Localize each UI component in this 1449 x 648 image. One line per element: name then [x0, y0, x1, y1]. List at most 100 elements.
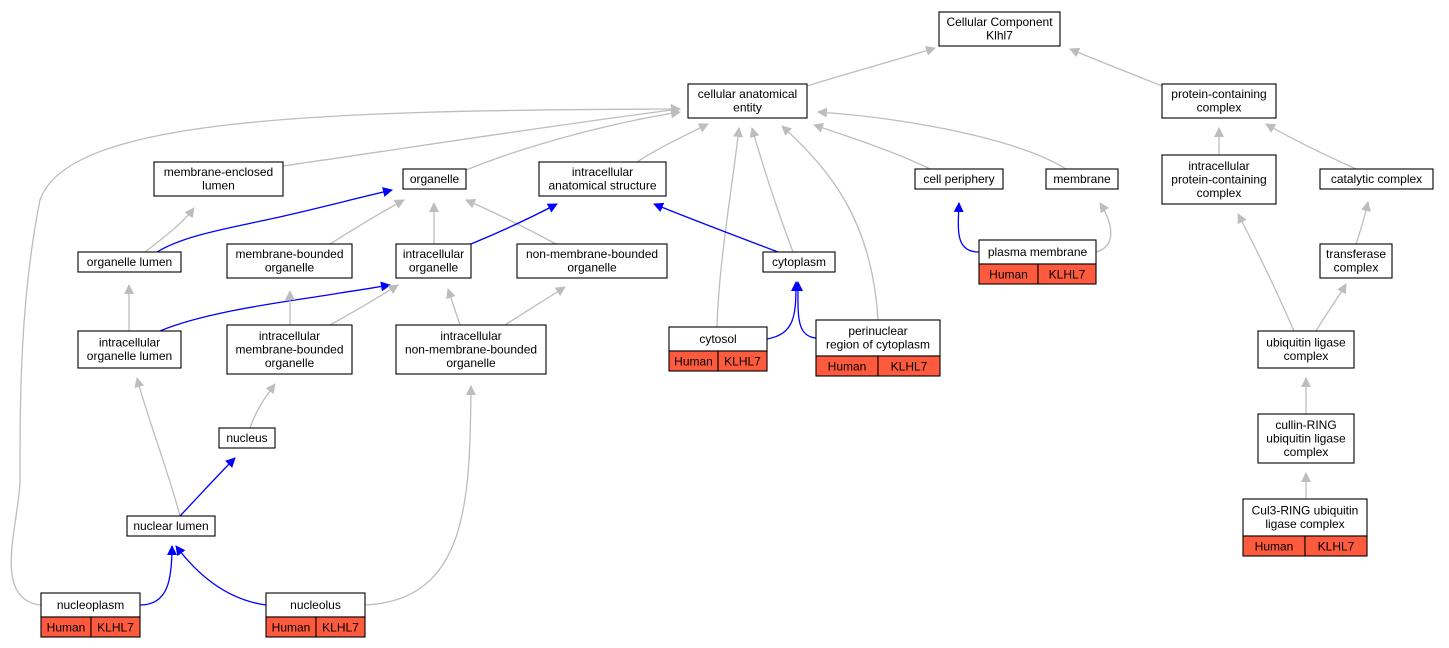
annotation-gene-cell: [877, 355, 941, 377]
node-label: intracellular: [440, 329, 501, 343]
node-box: [914, 168, 1004, 190]
node-label: organelle: [265, 261, 315, 275]
node-label: complex: [1197, 186, 1242, 200]
node-label: complex: [1197, 101, 1242, 115]
edge-organelle-to-cae: [465, 108, 681, 171]
node-organelle[interactable]: organelle: [402, 168, 467, 190]
edges-layer: [10, 45, 1371, 606]
node-membrane[interactable]: membrane: [1045, 168, 1119, 190]
annotation-gene-label: KLHL7: [891, 360, 928, 374]
edge-cytoplasm-to-ias: [653, 202, 779, 253]
node-label: plasma membrane: [988, 245, 1088, 259]
edge-orglumen-to-organelle: [156, 187, 393, 253]
node-box: [938, 11, 1061, 47]
node-label: cytosol: [699, 332, 736, 346]
node-label: Klhl7: [986, 29, 1013, 43]
edge-inmbo-to-io: [446, 288, 461, 326]
node-label: Cul3-RING ubiquitin: [1252, 504, 1359, 518]
node-orglumen[interactable]: organelle lumen: [77, 251, 182, 273]
node-box: [815, 319, 941, 357]
node-label: intracellular: [1188, 159, 1249, 173]
node-label: catalytic complex: [1331, 172, 1422, 186]
node-box: [1319, 168, 1434, 190]
node-label: intracellular: [99, 336, 160, 350]
node-label: complex: [1284, 445, 1329, 459]
node-label: organelle: [265, 356, 315, 370]
node-box: [516, 243, 668, 279]
node-label: cullin-RING: [1275, 418, 1336, 432]
node-label: entity: [733, 101, 762, 115]
node-box: [1242, 498, 1368, 537]
node-box: [668, 326, 768, 352]
edge-transferase-to-catalytic: [1355, 201, 1371, 245]
node-label: cell periphery: [923, 172, 994, 186]
edge-pm-to-membrane: [1095, 202, 1112, 253]
node-cytoplasm[interactable]: cytoplasm: [762, 251, 836, 273]
node-cellper[interactable]: cell periphery: [914, 168, 1004, 190]
annotation-gene-cell: [1304, 535, 1368, 557]
edge-nmbo-to-organelle: [465, 198, 557, 245]
node-box: [762, 251, 836, 273]
node-nuclumen[interactable]: nuclear lumen: [126, 515, 216, 537]
edge-nucleus-to-imbo: [249, 383, 276, 429]
annotation-species-label: Human: [828, 360, 867, 374]
node-box: [77, 330, 182, 369]
annotation-gene-label: KLHL7: [1049, 268, 1086, 282]
node-label: intracellular: [403, 247, 464, 261]
node-box: [1161, 83, 1277, 119]
annotation-gene-label: KLHL7: [322, 621, 359, 635]
node-label: non-membrane-bounded: [526, 247, 658, 261]
annotation-gene-cell: [315, 616, 366, 638]
annotation-species-label: Human: [1255, 540, 1294, 554]
node-label: ligase complex: [1265, 517, 1344, 531]
node-label: intracellular: [259, 329, 320, 343]
edge-nuclumen-to-iol: [134, 377, 181, 517]
edge-inmbo-to-nmbo: [504, 286, 566, 326]
node-label: organelle lumen: [87, 255, 172, 269]
node-label: lumen: [202, 179, 235, 193]
node-label: complex: [1284, 349, 1329, 363]
node-label: nucleoplasm: [57, 598, 124, 612]
edge-cae-to-root: [806, 45, 936, 87]
node-box: [126, 515, 216, 537]
edge-nucleolus-to-inmbo: [364, 385, 476, 606]
annotation-species-label: Human: [674, 355, 713, 369]
edge-ubl-to-transferase: [1315, 283, 1347, 332]
node-label: complex: [1334, 261, 1379, 275]
node-inmbo[interactable]: intracellularnon-membrane-boundedorganel…: [395, 324, 547, 375]
node-label: organelle lumen: [87, 349, 172, 363]
edge-orglumen-to-mel: [144, 207, 195, 253]
node-nucleus[interactable]: nucleus: [218, 427, 276, 449]
node-label: intracellular: [572, 165, 633, 179]
annotation-species-label: Human: [47, 621, 86, 635]
edge-imbo-to-io: [329, 284, 399, 326]
node-label: transferase: [1326, 247, 1386, 261]
edge-cytosol-to-cae: [716, 127, 743, 328]
node-label: non-membrane-bounded: [405, 342, 537, 356]
node-label: membrane-bounded: [235, 247, 343, 261]
node-label: protein-containing: [1171, 87, 1266, 101]
node-catalytic[interactable]: catalytic complex: [1319, 168, 1434, 190]
